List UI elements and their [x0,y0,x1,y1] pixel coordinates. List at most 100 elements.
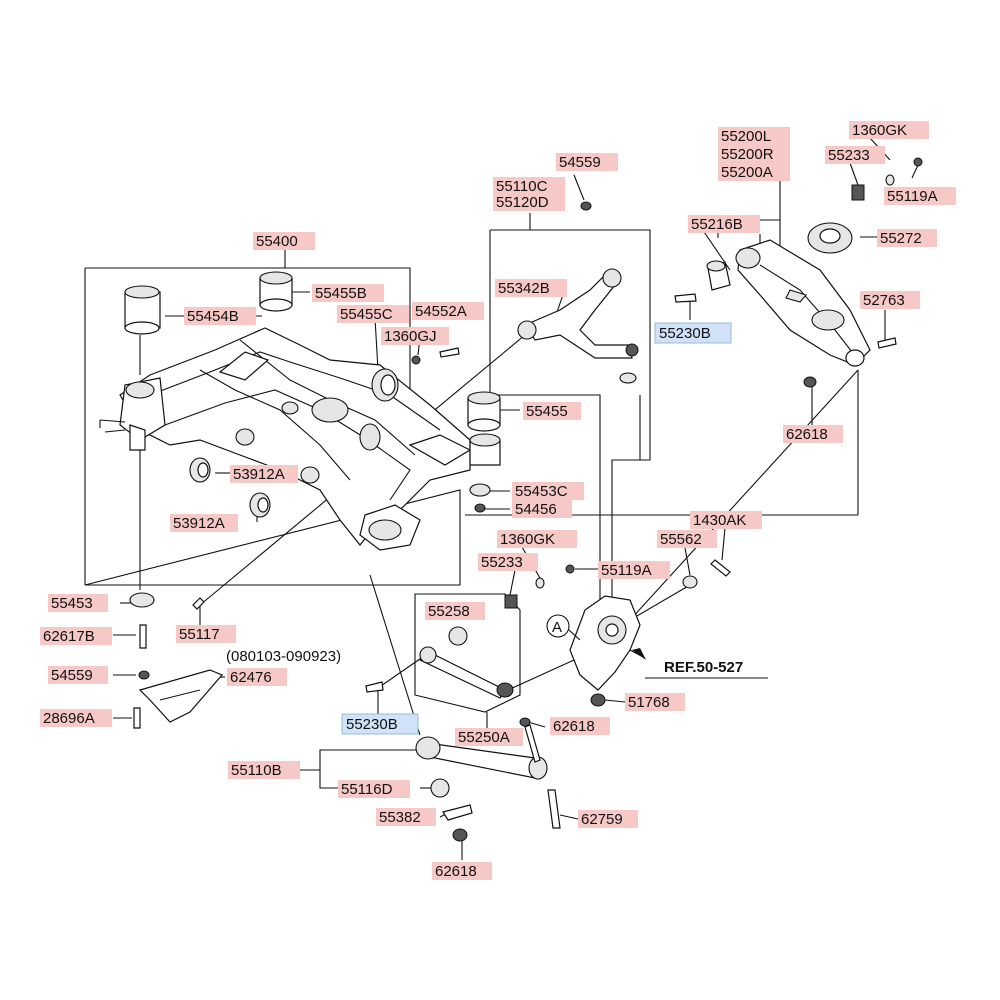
svg-text:55110C: 55110C [496,178,548,195]
label-54559-top: 54559 [556,153,618,171]
svg-text:62476: 62476 [230,669,272,686]
label-55230B-bottom: 55230B [341,713,419,735]
svg-text:55119A: 55119A [887,188,938,205]
label-51768: 51768 [625,693,685,711]
label-52763: 52763 [860,291,920,309]
label-55119A-mid: 55119A [598,561,670,579]
svg-text:55120D: 55120D [496,194,549,211]
svg-text:54552A: 54552A [415,303,467,320]
svg-text:55453: 55453 [51,595,93,612]
label-55216B: 55216B [688,215,760,233]
svg-text:55216B: 55216B [691,216,743,233]
svg-text:55119A: 55119A [601,562,652,579]
label-62759: 62759 [578,810,638,828]
label-1430AK: 1430AK [690,511,762,529]
svg-text:62618: 62618 [786,426,828,443]
label-55200L: 55200L [718,127,790,145]
svg-text:55258: 55258 [428,603,470,620]
svg-text:1360GK: 1360GK [852,122,907,139]
label-1360GK-mid: 1360GK [497,530,577,548]
label-55455: 55455 [523,402,581,420]
svg-text:54559: 54559 [51,667,93,684]
label-1360GJ: 1360GJ [381,327,449,345]
svg-text:54456: 54456 [515,501,557,518]
svg-text:53912A: 53912A [233,466,285,483]
label-1360GK-top: 1360GK [849,121,929,139]
label-53912A-upper: 53912A [230,465,298,483]
label-55454B: 55454B [184,307,256,325]
label-55272: 55272 [877,229,937,247]
label-62618-bottom: 62618 [432,862,492,880]
svg-text:55117: 55117 [179,626,220,643]
label-55342B: 55342B [495,279,567,297]
svg-text:1360GJ: 1360GJ [384,328,437,345]
label-55233-mid: 55233 [478,553,538,571]
svg-text:55116D: 55116D [341,781,393,798]
label-55200A: 55200A [718,163,790,181]
leader-lines [84,137,919,860]
label-54559-left: 54559 [48,666,108,684]
label-62618-mid: 62618 [550,717,610,735]
label-54456: 54456 [512,500,572,518]
knuckle-and-links: A [415,559,768,842]
label-55400: 55400 [253,232,315,250]
label-55455B: 55455B [312,284,384,302]
svg-text:55453C: 55453C [515,483,568,500]
svg-text:55200L: 55200L [721,128,771,145]
label-55453C: 55453C [512,482,584,500]
label-55453: 55453 [48,594,108,612]
svg-text:55455: 55455 [526,403,568,420]
label-55120D: 55120D [493,193,565,211]
label-54552A: 54552A [412,302,484,320]
svg-text:55200R: 55200R [721,146,774,163]
part-labels: 55400 55454B 55455B 55455C 54552A 1360GJ… [40,121,956,880]
svg-text:51768: 51768 [628,694,670,711]
svg-text:55342B: 55342B [498,280,550,297]
svg-text:55250A: 55250A [458,729,510,746]
ref-label: REF.50-527 [664,659,743,676]
label-55233-top: 55233 [825,146,885,164]
svg-text:55454B: 55454B [187,308,239,325]
svg-text:62617B: 62617B [43,628,95,645]
label-55250A: 55250A [455,728,523,746]
label-55110C: 55110C [493,177,565,195]
svg-text:62618: 62618 [553,718,595,735]
label-62476: 62476 [227,668,287,686]
svg-text:55455C: 55455C [340,306,393,323]
label-55117: 55117 [176,625,236,643]
callout-a: A [552,619,562,636]
upper-arm [517,201,639,384]
svg-text:1360GK: 1360GK [500,531,555,548]
bushings [124,271,501,729]
svg-text:55562: 55562 [660,531,702,548]
date-range-note: (080103-090923) [226,648,341,665]
svg-text:55233: 55233 [828,147,870,164]
label-62617B: 62617B [40,627,112,645]
svg-text:55110B: 55110B [231,762,282,779]
svg-text:55233: 55233 [481,554,523,571]
label-55258: 55258 [425,602,485,620]
label-55116D: 55116D [338,780,410,798]
svg-text:55382: 55382 [379,809,421,826]
label-55230B-top: 55230B [654,322,732,344]
label-55119A-top: 55119A [884,187,956,205]
svg-text:55230B: 55230B [346,716,398,733]
svg-text:28696A: 28696A [43,710,95,727]
label-55562: 55562 [657,530,717,548]
svg-text:53912A: 53912A [173,515,225,532]
svg-text:55200A: 55200A [721,164,773,181]
label-55200R: 55200R [718,145,790,163]
svg-text:52763: 52763 [863,292,905,309]
svg-text:55272: 55272 [880,230,922,247]
svg-text:54559: 54559 [559,154,601,171]
svg-text:1430AK: 1430AK [693,512,746,529]
label-55110B: 55110B [228,761,300,779]
label-55455C: 55455C [337,305,409,323]
svg-text:55230B: 55230B [659,325,711,342]
label-28696A: 28696A [40,709,112,727]
svg-text:55400: 55400 [256,233,298,250]
label-53912A-lower: 53912A [170,514,238,532]
svg-text:62759: 62759 [581,811,623,828]
